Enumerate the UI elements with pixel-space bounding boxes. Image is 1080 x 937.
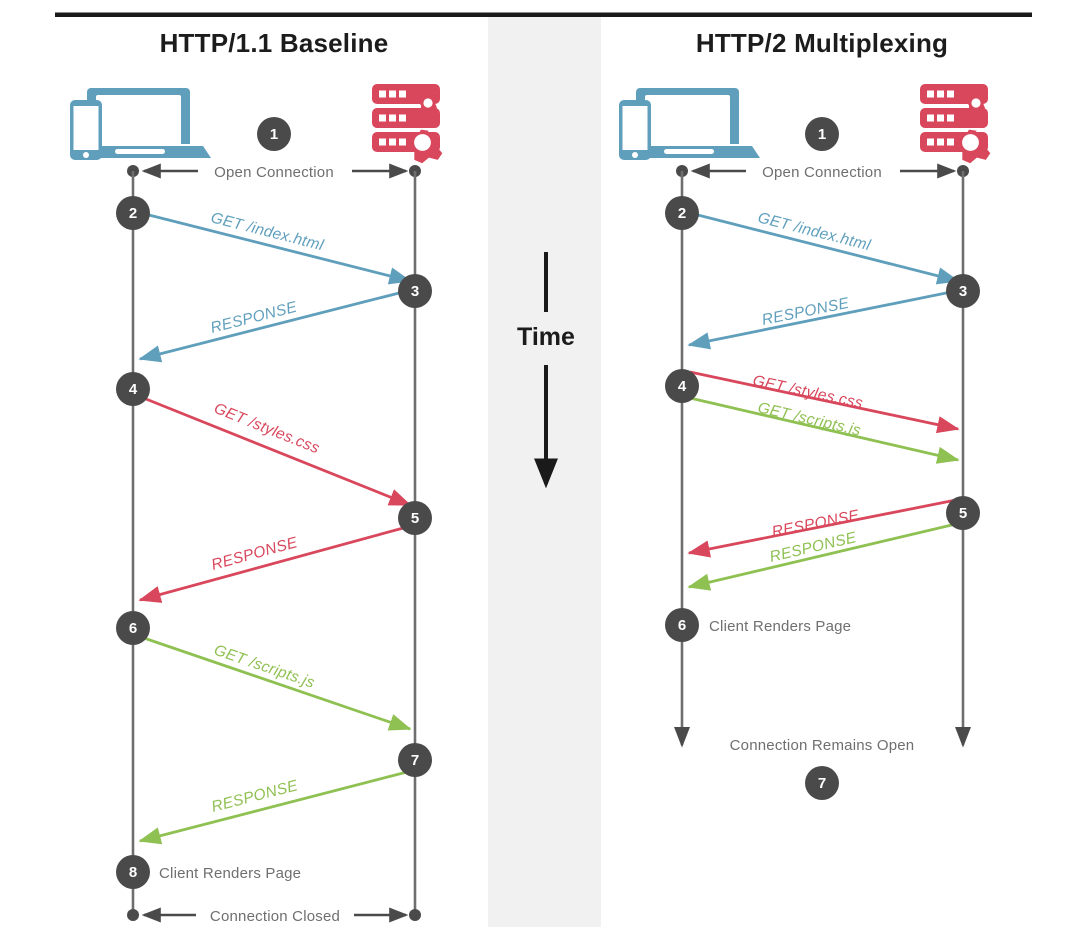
panel-title-http11: HTTP/1.1 Baseline xyxy=(160,28,389,58)
client-devices-icon xyxy=(70,88,211,160)
step-node-5-label: 5 xyxy=(411,510,419,527)
server-close-dot xyxy=(409,909,421,921)
step-node-5-http2: 5 xyxy=(946,496,980,530)
step-node-4-label: 4 xyxy=(678,378,687,395)
message-arrow xyxy=(689,396,960,464)
message-arrow xyxy=(140,211,412,285)
server-stack-icon xyxy=(372,84,443,164)
time-column: Time xyxy=(517,252,575,489)
connection-closed-label: Connection Closed xyxy=(210,908,340,925)
step-node-7-http11: 7 xyxy=(398,743,432,777)
step-badge-1-label: 1 xyxy=(270,126,278,143)
client-devices-icon xyxy=(619,88,760,160)
step-node-5-http11: 5 xyxy=(398,501,432,535)
step-node-3-http11: 3 xyxy=(398,274,432,308)
step-badge-1 xyxy=(257,117,291,151)
step-node-3-label: 3 xyxy=(411,283,419,300)
step-node-6-http11: 6 xyxy=(116,611,150,645)
step-badge-7-label: 7 xyxy=(818,775,826,792)
message-arrow xyxy=(689,211,960,285)
connection-closed-row-http11: Connection Closed xyxy=(127,907,421,925)
message-arrow xyxy=(140,395,412,507)
step-node-2-http2: 2 xyxy=(665,196,699,230)
step-node-6-label: 6 xyxy=(129,620,137,637)
panel-title-http2: HTTP/2 Multiplexing xyxy=(696,28,948,58)
step-node-8-http11: 8 xyxy=(116,855,150,889)
step-badge-7 xyxy=(805,766,839,800)
connection-remains-open-row: Connection Remains Open 7 xyxy=(730,737,915,800)
message-arrow xyxy=(138,289,408,363)
connection-remains-open-label: Connection Remains Open xyxy=(730,737,915,754)
message-arrow xyxy=(687,498,957,558)
top-rule xyxy=(55,12,1032,17)
message-arrow xyxy=(687,522,957,591)
time-label: Time xyxy=(517,323,575,351)
message-arrow xyxy=(689,370,960,434)
client-renders-page-label-http2: Client Renders Page xyxy=(709,618,851,635)
step-node-2-label: 2 xyxy=(129,205,137,222)
open-connection-label: Open Connection xyxy=(762,164,882,181)
message-arrow xyxy=(138,525,408,603)
client-renders-page-label-http11: Client Renders Page xyxy=(159,865,301,882)
message-arrow xyxy=(687,289,957,350)
client-close-dot xyxy=(127,909,139,921)
step-node-7-label: 7 xyxy=(411,752,419,769)
step-node-2-label: 2 xyxy=(678,205,686,222)
step-node-4-http2: 4 xyxy=(665,369,699,403)
step-node-3-label: 3 xyxy=(959,283,967,300)
step-node-6-http2: 6 xyxy=(665,608,699,642)
step-node-8-label: 8 xyxy=(129,864,137,881)
open-connection-row-http2: 1 Open Connection xyxy=(676,117,969,181)
step-badge-1 xyxy=(805,117,839,151)
step-badge-1-label: 1 xyxy=(818,126,826,143)
step-node-2-http11: 2 xyxy=(116,196,150,230)
open-connection-label: Open Connection xyxy=(214,164,334,181)
step-node-4-http11: 4 xyxy=(116,372,150,406)
step-node-6-label: 6 xyxy=(678,617,686,634)
message-arrow xyxy=(138,770,408,845)
server-stack-icon xyxy=(920,84,991,164)
message-arrow xyxy=(140,635,412,731)
step-node-3-http2: 3 xyxy=(946,274,980,308)
open-connection-row-http11: 1 Open Connection xyxy=(127,117,421,181)
step-node-4-label: 4 xyxy=(129,381,138,398)
step-node-5-label: 5 xyxy=(959,505,967,522)
